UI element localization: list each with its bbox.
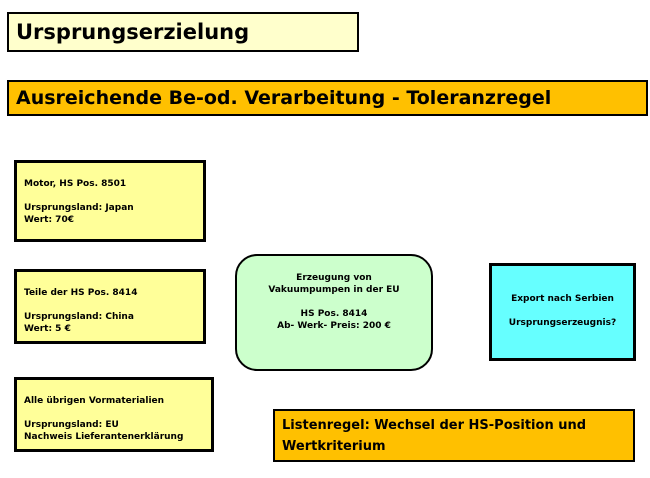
material-name: Motor, HS Pos. 8501 (24, 179, 127, 189)
page-title: Ursprungserzielung (7, 12, 359, 52)
production-line1: Erzeugung von (296, 273, 372, 283)
rule-line1: Listenregel: Wechsel der HS-Position und (282, 418, 587, 433)
material-name: Alle übrigen Vormaterialien (24, 396, 165, 406)
material-value: Wert: 70€ (24, 215, 74, 225)
production-box: Erzeugung von Vakuumpumpen in der EU HS … (235, 254, 433, 371)
export-destination: Export nach Serbien (511, 294, 614, 304)
material-name: Teile der HS Pos. 8414 (24, 288, 138, 298)
material-origin: Ursprungsland: EU (24, 420, 119, 430)
list-rule-box: Listenregel: Wechsel der HS-Position und… (273, 409, 635, 462)
material-box-parts: Teile der HS Pos. 8414 Ursprungsland: Ch… (14, 269, 206, 344)
material-value: Wert: 5 € (24, 324, 71, 334)
production-price: Ab- Werk- Preis: 200 € (277, 321, 391, 331)
material-box-motor: Motor, HS Pos. 8501 Ursprungsland: Japan… (14, 160, 206, 242)
export-box: Export nach Serbien Ursprungserzeugnis? (489, 263, 636, 361)
export-question: Ursprungserzeugnis? (508, 318, 617, 328)
material-value: Nachweis Lieferantenerklärung (24, 432, 184, 442)
material-box-other: Alle übrigen Vormaterialien Ursprungslan… (14, 377, 214, 452)
section-subtitle: Ausreichende Be-od. Verarbeitung - Toler… (7, 80, 648, 116)
material-origin: Ursprungsland: Japan (24, 203, 134, 213)
material-origin: Ursprungsland: China (24, 312, 134, 322)
production-hs: HS Pos. 8414 (300, 309, 368, 319)
rule-line2: Wertkriterium (282, 439, 386, 454)
production-line2: Vakuumpumpen in der EU (268, 285, 400, 295)
